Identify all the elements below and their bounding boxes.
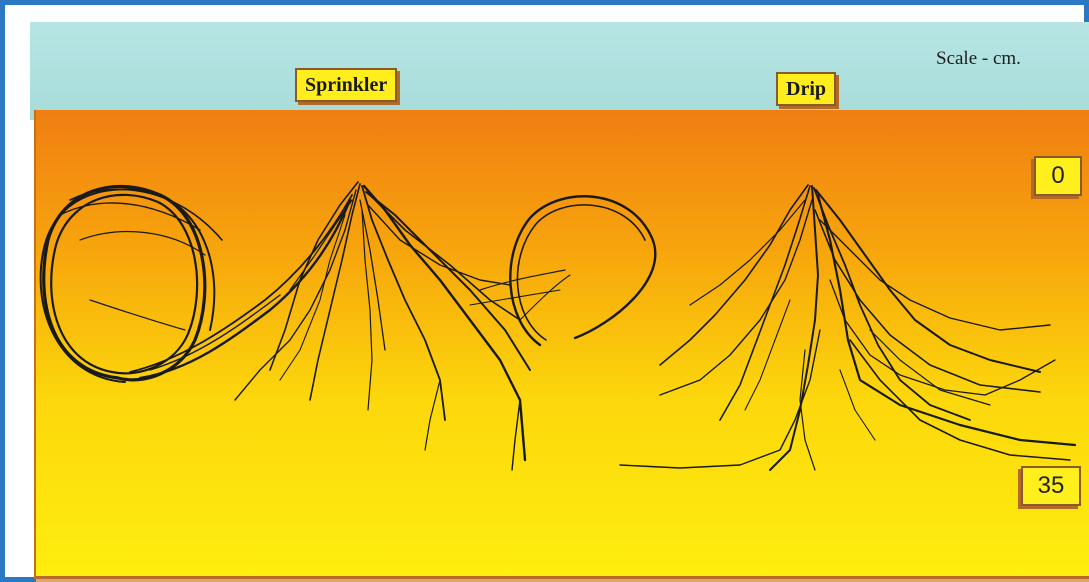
scale-top-marker: 0 xyxy=(1034,156,1082,196)
sprinkler-peak-cluster xyxy=(235,182,530,470)
scale-bottom-marker: 35 xyxy=(1021,466,1081,506)
sprinkler-label: Sprinkler xyxy=(295,68,397,102)
scale-title: Scale - cm. xyxy=(936,48,1021,70)
drip-label: Drip xyxy=(776,72,836,106)
sprinkler-root-system xyxy=(41,186,352,382)
drip-root-system xyxy=(620,185,1075,470)
